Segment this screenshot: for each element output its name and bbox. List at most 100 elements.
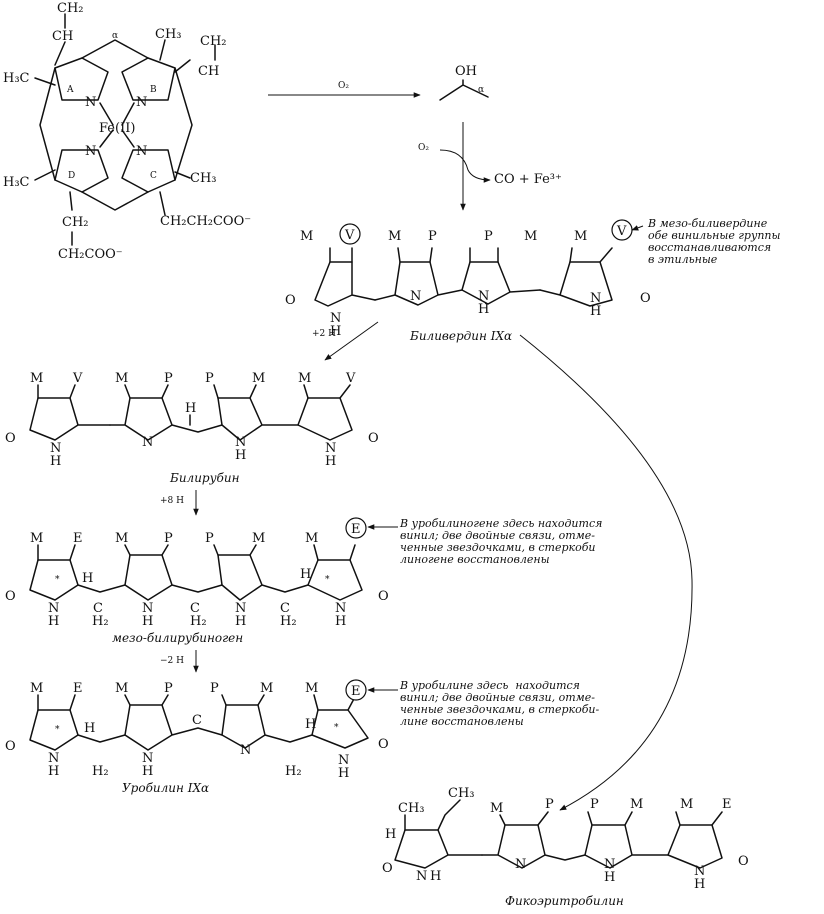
arrow-to-phycoerythrobilin: [519, 334, 693, 811]
mb-m3: M: [252, 531, 265, 546]
mb-m2: M: [115, 531, 128, 546]
ub-o1: O: [5, 739, 16, 754]
heme-ch2coo: CH₂COO⁻: [58, 247, 123, 262]
ub-m4: M: [305, 681, 318, 696]
ub-h2-1: H₂: [92, 764, 109, 779]
urobilin-reagent: −2 H: [160, 656, 184, 666]
mb-n1: N: [48, 601, 59, 616]
heme-ring-c: C: [150, 171, 157, 181]
ub-e2: E: [351, 684, 361, 699]
mb-n2: N: [142, 601, 153, 616]
heme-ch3-right2: CH₃: [190, 171, 217, 186]
pe-h-left: H: [385, 827, 396, 842]
bv-n4: N: [590, 291, 601, 306]
heme-n-b: N: [136, 95, 147, 110]
phycoerythrobilin-structure: CH₃ CH₃ H M P P M M E O N H N N H N H O …: [382, 786, 749, 908]
mb-p1: P: [164, 531, 173, 546]
pe-n2: N: [515, 857, 526, 872]
br-m2: M: [115, 371, 128, 386]
br-n4: N: [325, 441, 336, 456]
mb-m1: M: [30, 531, 43, 546]
heme-ring-d: D: [68, 171, 75, 181]
ub-n1: N: [48, 751, 59, 766]
heme-n-d: N: [85, 144, 96, 159]
pe-n4: N: [694, 864, 705, 879]
ub-n4: N: [338, 753, 349, 768]
pe-n3: N: [604, 857, 615, 872]
step-o2-label: O₂: [338, 81, 349, 91]
mb-c2: C: [190, 601, 200, 616]
br-m1: M: [30, 371, 43, 386]
ub-n2: N: [142, 751, 153, 766]
ub-o2: O: [378, 737, 389, 752]
pe-m3: M: [680, 797, 693, 812]
bv-h1: H: [330, 324, 341, 339]
bv-m3: M: [524, 229, 537, 244]
pe-e1: E: [722, 797, 732, 812]
br-n1: N: [50, 441, 61, 456]
enol-oh: OH: [455, 64, 477, 79]
heme-vinyl-ch: CH: [52, 29, 73, 44]
br-h3: H: [235, 448, 246, 463]
ub-p2: P: [210, 681, 219, 696]
mesobilirubinogen-name: мезо-билирубиноген: [112, 631, 243, 645]
bv-o1: O: [285, 293, 296, 308]
mb-p2: P: [205, 531, 214, 546]
heme-n-a: N: [85, 95, 96, 110]
heme-alpha: α: [112, 31, 118, 41]
heme-h3c-left: H₃C: [3, 71, 30, 86]
mb-h2-2: H₂: [190, 614, 207, 629]
mb-h2: H: [142, 614, 153, 629]
pe-ch3-left: CH₃: [398, 801, 425, 816]
mb-o2: O: [378, 589, 389, 604]
br-m3: M: [252, 371, 265, 386]
bv-m4: M: [574, 229, 587, 244]
heme-structure: CH₂ CH α CH₃ CH₂ CH H₃C A B D C N N N N …: [3, 1, 251, 262]
bilirubin-name: Билирубин: [169, 471, 240, 485]
heme-fe: Fe(II): [99, 121, 135, 136]
note-urobilin: В уробилине здесь находится винил; две д…: [400, 679, 600, 728]
bv-n2: N: [410, 289, 421, 304]
ub-asterisk-1: *: [55, 725, 60, 735]
ub-c-bridge: C: [192, 713, 202, 728]
ub-h-alpha: H: [84, 721, 95, 736]
br-h-center: H: [185, 401, 196, 416]
br-n2: N: [142, 435, 153, 450]
heme-ch2ch2coo: CH₂CH₂COO⁻: [160, 214, 251, 229]
ub-e1: E: [73, 681, 83, 696]
step-o2b-label: O₂: [418, 143, 429, 153]
note-urobilinogen: В уробилиногене здесь находится винил; д…: [400, 517, 603, 566]
mb-e1: E: [73, 531, 83, 546]
heme-h3c-left2: H₃C: [3, 175, 30, 190]
mb-h3: H: [235, 614, 246, 629]
oxidation-step: O₂ OH α O₂ CO + Fe³⁺: [268, 64, 562, 211]
biliverdin-name: Биливердин IXα: [409, 329, 512, 343]
urobilin-name: Уробилин IXα: [122, 781, 209, 795]
pe-ch3-top: CH₃: [448, 786, 475, 801]
br-n3: N: [235, 435, 246, 450]
mb-c3: C: [280, 601, 290, 616]
heme-ch-right: CH: [198, 64, 219, 79]
ub-ethyl-circle: [345, 679, 367, 701]
bv-p2: P: [484, 229, 493, 244]
ub-h2-3: H₂: [285, 764, 302, 779]
pe-h3: H: [604, 870, 615, 885]
bv-h3: H: [478, 302, 489, 317]
pe-o1: O: [382, 861, 393, 876]
pe-o2: O: [738, 854, 749, 869]
heme-vinyl-ch2: CH₂: [57, 1, 84, 16]
heme-ch2-right: CH₂: [200, 34, 227, 49]
bv-nh1: N: [330, 311, 341, 326]
mesobilirubinogen-structure: M E * H M P P M M E * H O N H C H₂ N H C…: [5, 517, 398, 645]
mb-h1: H: [48, 614, 59, 629]
bv-v2: V: [616, 224, 627, 239]
br-h4: H: [325, 454, 336, 469]
bv-h4: H: [590, 304, 601, 319]
br-h1: H: [50, 454, 61, 469]
bv-m1: M: [300, 229, 313, 244]
mb-asterisk-2: *: [325, 575, 330, 585]
br-p2: P: [205, 371, 214, 386]
br-o2: O: [368, 431, 379, 446]
pe-m1: M: [490, 801, 503, 816]
